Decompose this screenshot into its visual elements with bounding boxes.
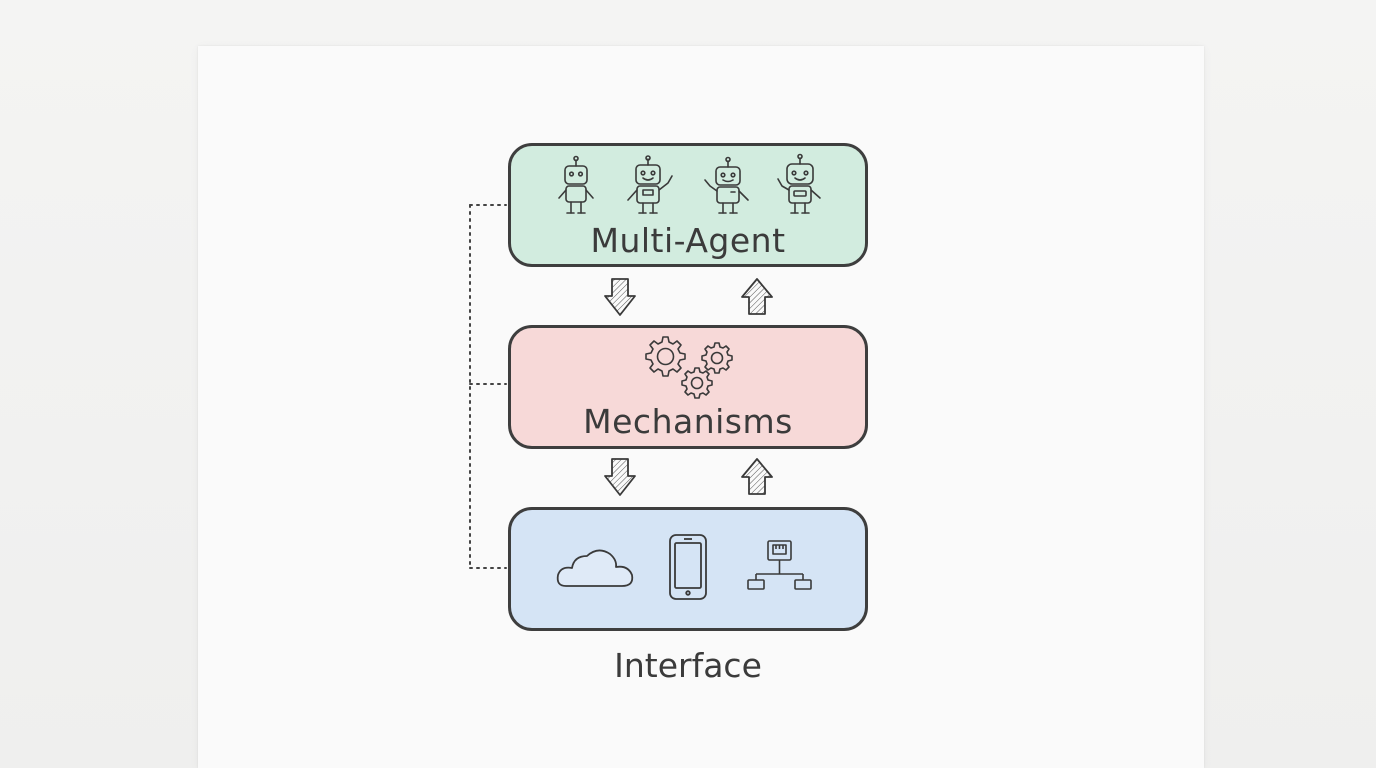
mechanisms-layer: Mechanisms	[508, 325, 868, 449]
multi-agent-label: Multi-Agent	[590, 221, 786, 260]
mechanisms-label: Mechanisms	[583, 402, 793, 441]
interface-layer	[508, 507, 868, 631]
multi-agent-layer: Multi-Agent	[508, 143, 868, 267]
interface-label: Interface	[614, 646, 762, 685]
